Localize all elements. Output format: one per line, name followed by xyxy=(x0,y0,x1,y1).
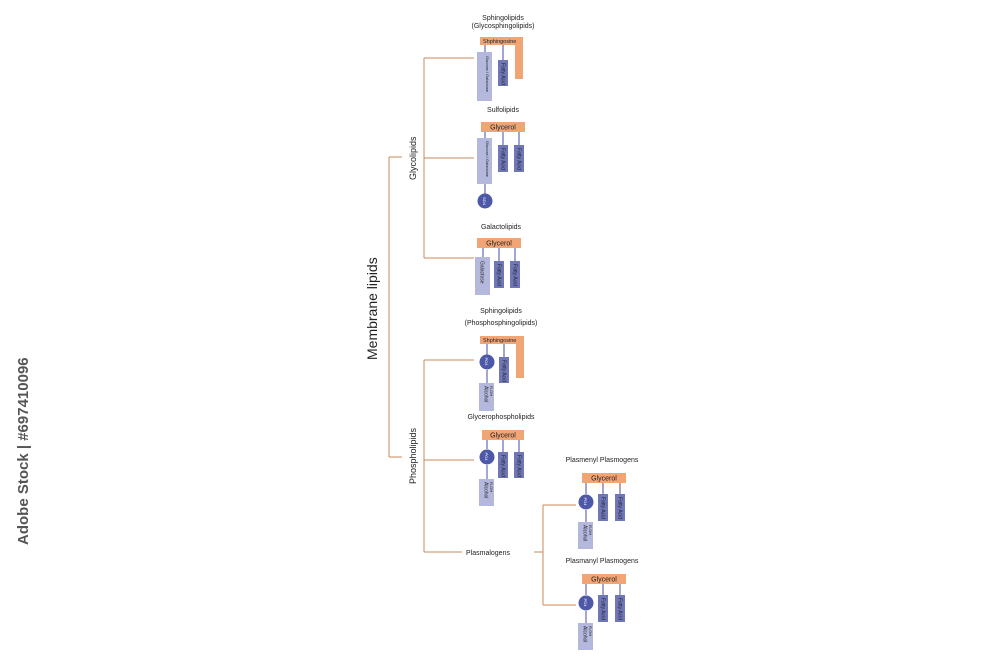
plasmenyl-structure: Plasmenyl Plasmogens Glycerol PO4 Alcoho… xyxy=(566,457,639,549)
sugar-block xyxy=(477,138,492,184)
phosphate-label: PO4 xyxy=(583,599,588,608)
phospholipids-label: Phospholipids xyxy=(408,427,418,484)
fatty-acid-label: Fatty Acid xyxy=(500,63,506,85)
alcohol-label: Alcohol xyxy=(483,386,489,402)
fatty-acid-label: Fatty Acid xyxy=(600,598,606,620)
glycerol-bar xyxy=(482,430,524,440)
sphingosine-bar xyxy=(480,37,523,45)
glycerol-label: Glycerol xyxy=(486,241,512,248)
fatty-acid-block xyxy=(514,452,524,478)
fatty-acid-label: Fatty Acid xyxy=(500,148,506,170)
sulfolipid-title: Sulfolipids xyxy=(487,107,519,114)
alcohol-sub-label: R-OH xyxy=(489,482,494,492)
phosphosphingolipid-title: Sphingolipids xyxy=(480,308,522,315)
galactolipid-title: Galactolipids xyxy=(481,224,522,231)
plasmenyl-title: Plasmenyl Plasmogens xyxy=(566,457,639,464)
fatty-acid-label: Fatty Acid xyxy=(500,455,506,477)
fatty-acid-block xyxy=(498,145,508,172)
fatty-acid-label: Fatty Acid xyxy=(617,497,623,519)
sulfate-label: SO4 xyxy=(482,197,487,206)
alcohol-label: Alcohol xyxy=(582,626,588,642)
sphingosine-label: Shphingosine xyxy=(483,338,516,344)
glycerol-label: Glycerol xyxy=(490,125,516,132)
alcohol-label: Alcohol xyxy=(483,482,489,498)
galactolipid-structure: Galactolipids Glycerol Galactose Fatty A… xyxy=(475,224,522,295)
alcohol-label: Alcohol xyxy=(582,525,588,541)
glycolipids-bracket xyxy=(423,57,474,259)
fatty-acid-block xyxy=(498,452,508,478)
sulfate-circle xyxy=(477,193,493,209)
galactose-block xyxy=(475,257,490,295)
fatty-acid-label: Fatty Acid xyxy=(501,360,507,382)
fatty-acid-label: Fatty Acid xyxy=(617,598,623,620)
fatty-acid-block xyxy=(598,494,608,521)
sphingosine-tail xyxy=(515,37,523,79)
fatty-acid-label: Fatty Acid xyxy=(600,497,606,519)
phosphate-label: PO4 xyxy=(484,453,489,462)
alcohol-block xyxy=(479,383,494,411)
fatty-acid-label: Fatty Acid xyxy=(512,264,518,286)
root-bracket xyxy=(388,156,402,458)
phosphate-circle xyxy=(479,354,495,370)
glycosphingolipid-subtitle: (Glycosphingolipids) xyxy=(471,23,534,30)
fatty-acid-block xyxy=(499,357,509,383)
plasmanyl-title: Plasmanyl Plasmogens xyxy=(566,558,639,565)
root-label: Membrane lipids xyxy=(364,257,380,360)
phospholipids-bracket xyxy=(423,359,474,553)
phosphate-circle xyxy=(578,595,594,611)
glycerol-bar xyxy=(582,574,626,584)
sulfolipid-structure: Sulfolipids Glycerol Glucose / Galactose… xyxy=(477,107,525,209)
alcohol-sub-label: R-OH xyxy=(588,626,593,636)
glycerol-bar xyxy=(481,122,525,132)
fatty-acid-block xyxy=(494,261,504,288)
glycerol-label: Glycerol xyxy=(591,476,617,483)
fatty-acid-block xyxy=(615,494,625,521)
alcohol-sub-label: R-OH xyxy=(588,525,593,535)
fatty-acid-label: Fatty Acid xyxy=(516,148,522,170)
plasmalogens-label: Plasmalogens xyxy=(466,550,510,557)
fatty-acid-label: Fatty Acid xyxy=(516,455,522,477)
sugar-block xyxy=(477,52,492,101)
glycosphingolipid-structure: Sphingolipids (Glycosphingolipids) Shphi… xyxy=(471,15,535,101)
fatty-acid-block xyxy=(615,595,625,622)
sphingosine-bar xyxy=(480,336,524,344)
fatty-acid-block xyxy=(498,60,508,86)
sphingosine-tail xyxy=(516,336,524,378)
glycolipids-label: Glycolipids xyxy=(408,136,418,180)
galactose-label: Galactose xyxy=(479,261,485,284)
glycosphingolipid-title: Sphingolipids xyxy=(482,15,524,22)
fatty-acid-label: Fatty Acid xyxy=(496,264,502,286)
glycerophospholipid-structure: Glycerophospholipids Glycerol PO4 Alcoho… xyxy=(468,414,535,506)
phosphate-circle xyxy=(578,494,594,510)
glycerol-label: Glycerol xyxy=(591,577,617,584)
alcohol-block xyxy=(578,623,593,650)
sugar-label: Glucose / Galactose xyxy=(485,56,490,93)
alcohol-block xyxy=(578,522,593,549)
sphingosine-label: Shphingosine xyxy=(483,39,516,45)
glycerol-label: Glycerol xyxy=(490,433,516,440)
phosphate-circle xyxy=(479,449,495,465)
alcohol-block xyxy=(479,479,494,506)
glycerophospholipid-title: Glycerophospholipids xyxy=(468,414,535,421)
plasmalogens-bracket xyxy=(534,504,576,606)
alcohol-sub-label: R-OH xyxy=(489,386,494,396)
phosphate-label: PO4 xyxy=(484,358,489,367)
phosphate-label: PO4 xyxy=(583,498,588,507)
phosphosphingolipid-structure: Sphingolipids (Phosphosphingolipids) Shp… xyxy=(465,308,538,411)
fatty-acid-block xyxy=(510,261,520,288)
fatty-acid-block xyxy=(514,145,524,172)
watermark-text: Adobe Stock | #697410096 xyxy=(15,357,32,545)
sugar-label: Glucose / Galactose xyxy=(485,141,490,178)
fatty-acid-block xyxy=(598,595,608,622)
plasmanyl-structure: Plasmanyl Plasmogens Glycerol PO4 Alcoho… xyxy=(566,558,639,650)
phosphosphingolipid-subtitle: (Phosphosphingolipids) xyxy=(465,320,538,327)
glycerol-bar xyxy=(477,238,521,248)
glycerol-bar xyxy=(582,473,626,483)
